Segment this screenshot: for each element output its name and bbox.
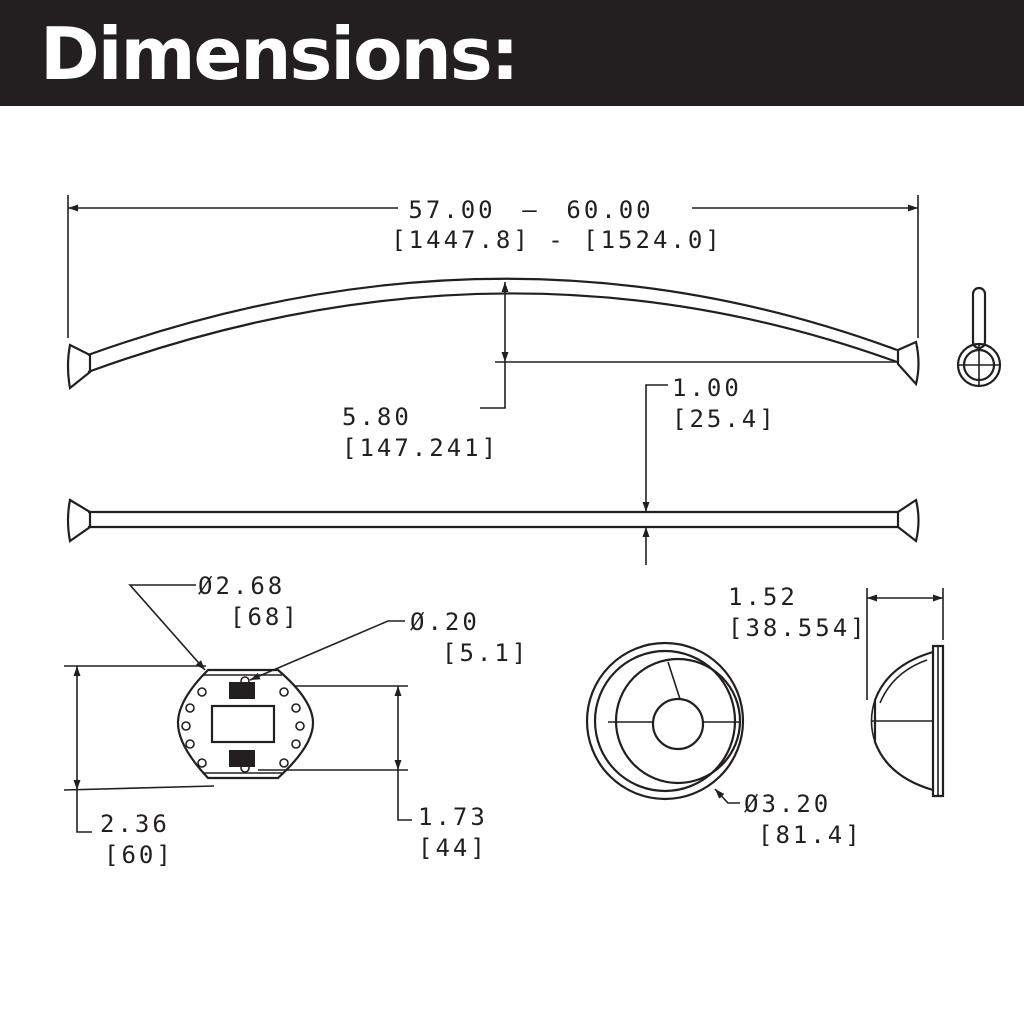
- flange-diameter-inches: Ø3.20: [744, 790, 831, 818]
- bracket-hole: [185, 703, 195, 713]
- mount-height-dimension: 2.36 [60]: [63, 665, 215, 869]
- bracket-center-slot: [210, 704, 276, 744]
- bracket-hole: [295, 721, 305, 731]
- rod-diameter-mm: [25.4]: [672, 405, 777, 433]
- curved-rod-bottom-edge: [87, 292, 898, 374]
- bracket-hole: [279, 687, 289, 697]
- bracket-hole: [197, 687, 207, 697]
- flange-center-hole: [651, 697, 705, 751]
- hole-spacing-inches: 1.73: [418, 803, 488, 831]
- flange-side-cap: [870, 699, 876, 743]
- bracket-top-tab: [229, 682, 255, 699]
- mounting-bracket-drawing: [176, 668, 315, 780]
- mount-height-inches: 2.36: [100, 810, 170, 838]
- mount-diameter-dimension: Ø2.68 [68]: [128, 572, 300, 671]
- flange-front-drawing: [585, 641, 745, 801]
- bracket-outline: [176, 668, 315, 780]
- flange-depth-inches: 1.52: [728, 583, 798, 611]
- bracket-hole: [181, 721, 191, 731]
- bracket-hole: [279, 758, 289, 768]
- mount-height-extension-bottom: [63, 785, 215, 791]
- flange-seam-line: [667, 661, 681, 700]
- bracket-side-holes: [181, 687, 305, 768]
- flange-side-drawing: [870, 644, 945, 798]
- flange-depth-mm: [38.554]: [728, 614, 868, 642]
- hole-spacing-dimension: 1.73 [44]: [258, 685, 488, 862]
- length-dash-text: –: [522, 196, 539, 224]
- screw-hole-leader: [249, 620, 405, 681]
- mount-height-leader: [76, 790, 92, 833]
- bracket-bottom-tab: [229, 750, 255, 767]
- mount-diameter-mm: [68]: [230, 603, 300, 631]
- flange-inner-ring: [593, 649, 737, 793]
- screw-hole-dimension: Ø.20 [5.1]: [249, 608, 529, 681]
- rod-end-stem: [971, 286, 987, 350]
- curve-depth-dimension: 5.80 [147.241]: [342, 282, 897, 462]
- mount-diameter-leader: [128, 584, 206, 671]
- mount-diameter-inches: Ø2.68: [198, 572, 285, 600]
- flange-diameter-mm: [81.4]: [758, 821, 863, 849]
- straight-rod-drawing: [66, 498, 920, 543]
- length-min-text: 57.00: [408, 196, 495, 224]
- flange-outer-ring: [585, 641, 745, 801]
- rod-diameter-inches: 1.00: [672, 374, 742, 402]
- bracket-hole: [197, 758, 207, 768]
- rod-diameter-arrow-top: [642, 384, 668, 512]
- curve-depth-leader: [480, 362, 506, 409]
- title-bar: Dimensions:: [0, 0, 1024, 106]
- rod-end-view: [956, 286, 1002, 388]
- flange-diameter-dimension: Ø3.20 [81.4]: [714, 788, 863, 849]
- mount-height-mm: [60]: [104, 841, 174, 869]
- length-mm-text: [1447.8] - [1524.0]: [391, 226, 723, 254]
- hole-spacing-leader: [397, 770, 412, 821]
- curved-rod-drawing: [66, 277, 920, 391]
- flange-depth-dimension: 1.52 [38.554]: [728, 583, 944, 700]
- curve-depth-inches: 5.80: [342, 403, 412, 431]
- length-max-text: 60.00: [566, 196, 653, 224]
- curved-rod-top-edge: [87, 277, 898, 357]
- flange-recess: [614, 657, 742, 785]
- straight-rod-left-flange: [66, 498, 92, 543]
- curve-depth-mm: [147.241]: [342, 434, 499, 462]
- curved-rod-right-flange: [896, 340, 920, 387]
- flange-side-dome-highlight: [879, 659, 928, 704]
- bracket-hole: [291, 739, 301, 749]
- bracket-hole: [291, 703, 301, 713]
- page-title: Dimensions:: [40, 12, 519, 96]
- straight-rod-right-flange: [896, 498, 920, 543]
- bracket-bottom-screw-hole: [240, 763, 250, 773]
- bracket-top-screw-hole: [240, 676, 250, 686]
- hole-spacing-mm: [44]: [418, 834, 488, 862]
- length-dimension: 57.00 – 60.00 [1447.8] - [1524.0]: [67, 195, 919, 338]
- curved-rod-left-flange: [66, 343, 92, 391]
- flange-side-rim: [931, 644, 945, 798]
- screw-hole-inches: Ø.20: [410, 608, 480, 636]
- bracket-hole: [185, 739, 195, 749]
- rod-diameter-dimension: 1.00 [25.4]: [642, 374, 777, 565]
- screw-hole-mm: [5.1]: [442, 639, 529, 667]
- flange-diameter-leader: [714, 788, 740, 804]
